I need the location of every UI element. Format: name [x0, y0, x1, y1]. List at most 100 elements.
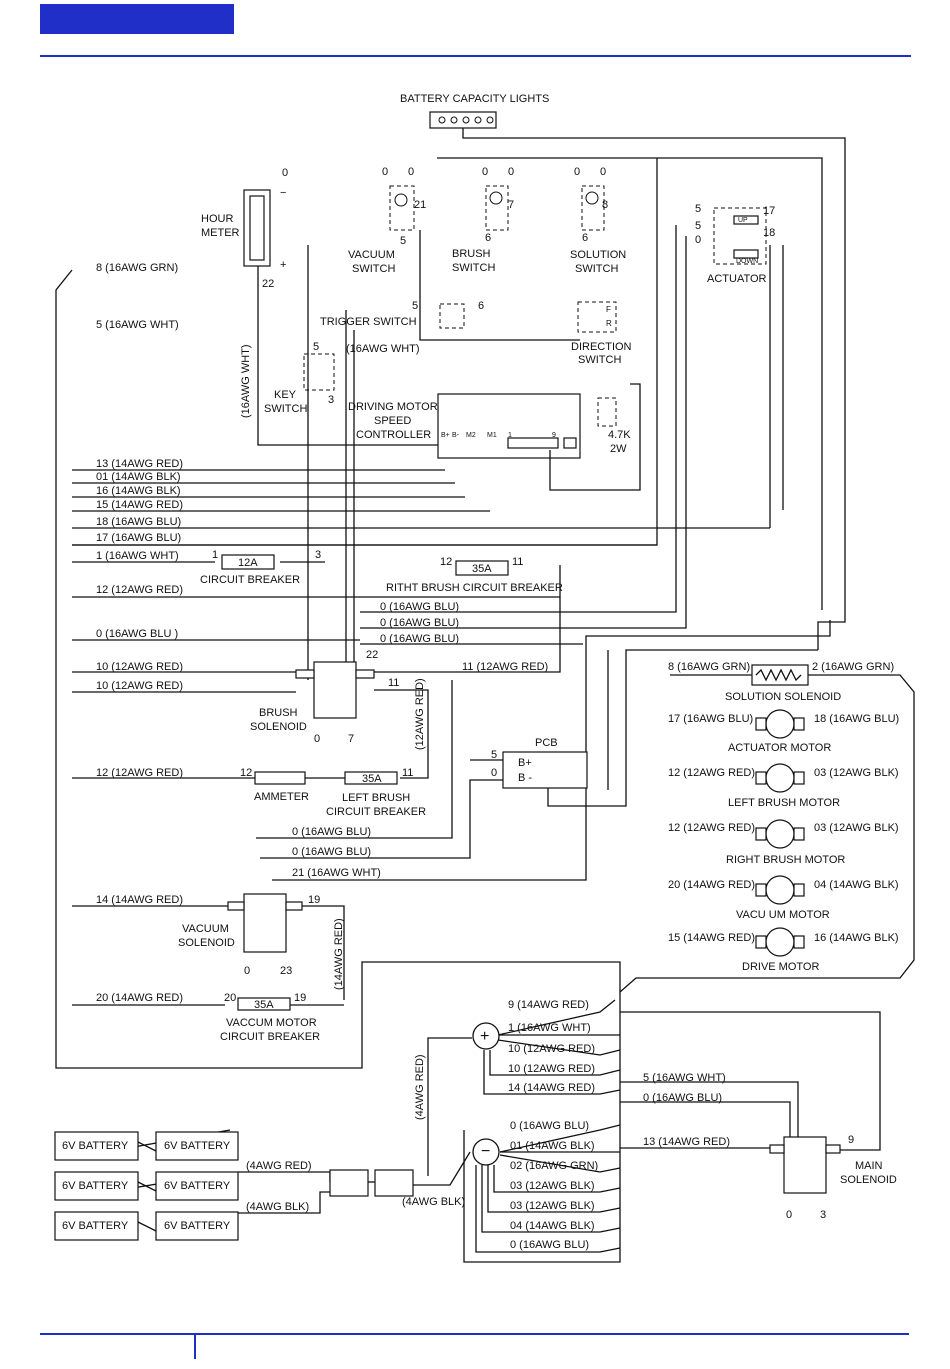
- svg-text:SOLUTION: SOLUTION: [570, 249, 626, 261]
- svg-text:12 (12AWG RED): 12 (12AWG RED): [668, 822, 755, 834]
- svg-text:SOLENOID: SOLENOID: [178, 937, 235, 949]
- svg-text:VACCUM MOTOR: VACCUM MOTOR: [226, 1017, 317, 1029]
- svg-text:0: 0: [382, 166, 388, 178]
- svg-text:+: +: [280, 259, 286, 271]
- svg-text:KEY: KEY: [274, 389, 297, 401]
- svg-text:5: 5: [400, 235, 406, 247]
- svg-text:17 (16AWG BLU): 17 (16AWG BLU): [96, 532, 181, 544]
- svg-text:5: 5: [695, 203, 701, 215]
- svg-text:8 (16AWG GRN): 8 (16AWG GRN): [668, 661, 750, 673]
- svg-text:LEFT BRUSH: LEFT BRUSH: [342, 792, 410, 804]
- hour-meter: HOUR METER 0 − + 22: [201, 167, 288, 290]
- svg-text:DRIVING MOTOR: DRIVING MOTOR: [348, 401, 438, 413]
- svg-text:22: 22: [366, 649, 378, 661]
- minus-terminal: − 0 (16AWG BLU) 01 (14AWG BLK) 02 (16AWG…: [472, 1120, 598, 1251]
- svg-text:(4AWG BLK): (4AWG BLK): [246, 1201, 309, 1213]
- svg-text:17 (16AWG BLU): 17 (16AWG BLU): [668, 713, 753, 725]
- svg-text:6V BATTERY: 6V BATTERY: [164, 1180, 231, 1192]
- ammeter: 12 AMMETER: [240, 767, 309, 803]
- svg-text:5: 5: [313, 341, 319, 353]
- svg-text:12 (12AWG RED): 12 (12AWG RED): [96, 767, 183, 779]
- svg-text:SWITCH: SWITCH: [264, 403, 307, 415]
- svg-text:03 (12AWG BLK): 03 (12AWG BLK): [510, 1180, 595, 1192]
- svg-text:CIRCUIT BREAKER: CIRCUIT BREAKER: [326, 806, 426, 818]
- svg-text:2 (16AWG GRN): 2 (16AWG GRN): [812, 661, 894, 673]
- svg-text:8 (16AWG GRN): 8 (16AWG GRN): [96, 262, 178, 274]
- svg-text:DRIVE MOTOR: DRIVE MOTOR: [742, 961, 819, 973]
- svg-text:0 (16AWG BLU ): 0 (16AWG BLU ): [96, 628, 178, 640]
- svg-text:−: −: [280, 187, 286, 199]
- key-switch: 53 KEY SWITCH (16AWG WHT) (16AWG WHT): [240, 341, 420, 418]
- svg-text:VACUUM: VACUUM: [182, 923, 229, 935]
- svg-text:16 (14AWG BLK): 16 (14AWG BLK): [814, 932, 899, 944]
- svg-text:(16AWG WHT): (16AWG WHT): [240, 344, 252, 418]
- svg-text:0 (16AWG BLU): 0 (16AWG BLU): [292, 826, 371, 838]
- svg-text:SWITCH: SWITCH: [578, 354, 621, 366]
- svg-text:(4AWG RED): (4AWG RED): [414, 1054, 426, 1120]
- svg-text:0 (16AWG BLU): 0 (16AWG BLU): [643, 1092, 722, 1104]
- svg-text:(14AWG RED): (14AWG RED): [333, 918, 345, 990]
- svg-text:10 (12AWG RED): 10 (12AWG RED): [96, 680, 183, 692]
- svg-text:22: 22: [262, 278, 274, 290]
- svg-text:0: 0: [695, 234, 701, 246]
- svg-text:MAIN: MAIN: [855, 1160, 883, 1172]
- svg-text:18: 18: [763, 227, 775, 239]
- svg-text:3: 3: [315, 549, 321, 561]
- svg-text:9: 9: [848, 1134, 854, 1146]
- svg-text:03 (12AWG BLK): 03 (12AWG BLK): [814, 822, 899, 834]
- svg-text:0: 0: [244, 965, 250, 977]
- svg-text:12: 12: [240, 767, 252, 779]
- svg-text:04 (14AWG BLK): 04 (14AWG BLK): [510, 1220, 595, 1232]
- svg-text:2W: 2W: [610, 443, 627, 455]
- svg-text:9: 9: [552, 432, 556, 439]
- svg-text:21 (16AWG WHT): 21 (16AWG WHT): [292, 867, 381, 879]
- svg-text:0: 0: [786, 1209, 792, 1221]
- svg-text:0: 0: [482, 166, 488, 178]
- svg-text:35A: 35A: [472, 563, 492, 575]
- resistor: 4.7K 2W: [549, 383, 641, 491]
- svg-text:01 (14AWG BLK): 01 (14AWG BLK): [96, 471, 181, 483]
- svg-text:35A: 35A: [362, 773, 382, 785]
- svg-text:ACTUATOR MOTOR: ACTUATOR MOTOR: [728, 742, 831, 754]
- svg-text:10 (12AWG RED): 10 (12AWG RED): [508, 1043, 595, 1055]
- hour-meter-label: HOUR: [201, 213, 233, 225]
- svg-text:14 (14AWG RED): 14 (14AWG RED): [96, 894, 183, 906]
- svg-text:6V BATTERY: 6V BATTERY: [164, 1220, 231, 1232]
- footer-rule: [40, 1333, 909, 1335]
- svg-text:VACUUM: VACUUM: [348, 249, 395, 261]
- svg-text:21: 21: [414, 199, 426, 211]
- svg-text:7: 7: [508, 199, 514, 211]
- svg-text:(16AWG WHT): (16AWG WHT): [346, 343, 420, 355]
- svg-text:6V BATTERY: 6V BATTERY: [62, 1140, 129, 1152]
- svg-text:(12AWG RED): (12AWG RED): [414, 678, 426, 750]
- svg-text:6: 6: [478, 300, 484, 312]
- left-brush-breaker: 35A 11 LEFT BRUSH CIRCUIT BREAKER: [326, 767, 426, 818]
- svg-text:1: 1: [508, 432, 512, 439]
- svg-text:−: −: [481, 1143, 490, 1160]
- svg-text:16 (14AWG BLK): 16 (14AWG BLK): [96, 485, 181, 497]
- svg-text:0 (16AWG BLU): 0 (16AWG BLU): [510, 1239, 589, 1251]
- svg-text:23: 23: [280, 965, 292, 977]
- svg-text:0 (16AWG BLU): 0 (16AWG BLU): [380, 617, 459, 629]
- svg-text:0: 0: [574, 166, 580, 178]
- svg-text:10 (12AWG RED): 10 (12AWG RED): [508, 1063, 595, 1075]
- svg-text:6V BATTERY: 6V BATTERY: [164, 1140, 231, 1152]
- svg-text:5: 5: [695, 220, 701, 232]
- svg-text:AMMETER: AMMETER: [254, 791, 309, 803]
- battery-lights-label: BATTERY CAPACITY LIGHTS: [400, 93, 549, 105]
- svg-text:SOLENOID: SOLENOID: [840, 1174, 897, 1186]
- svg-text:LEFT BRUSH MOTOR: LEFT BRUSH MOTOR: [728, 797, 840, 809]
- svg-text:35A: 35A: [254, 999, 274, 1011]
- svg-text:VACU UM MOTOR: VACU UM MOTOR: [736, 909, 830, 921]
- svg-text:8: 8: [602, 199, 608, 211]
- svg-text:20 (14AWG RED): 20 (14AWG RED): [96, 992, 183, 1004]
- svg-text:TRIGGER SWITCH: TRIGGER SWITCH: [320, 316, 417, 328]
